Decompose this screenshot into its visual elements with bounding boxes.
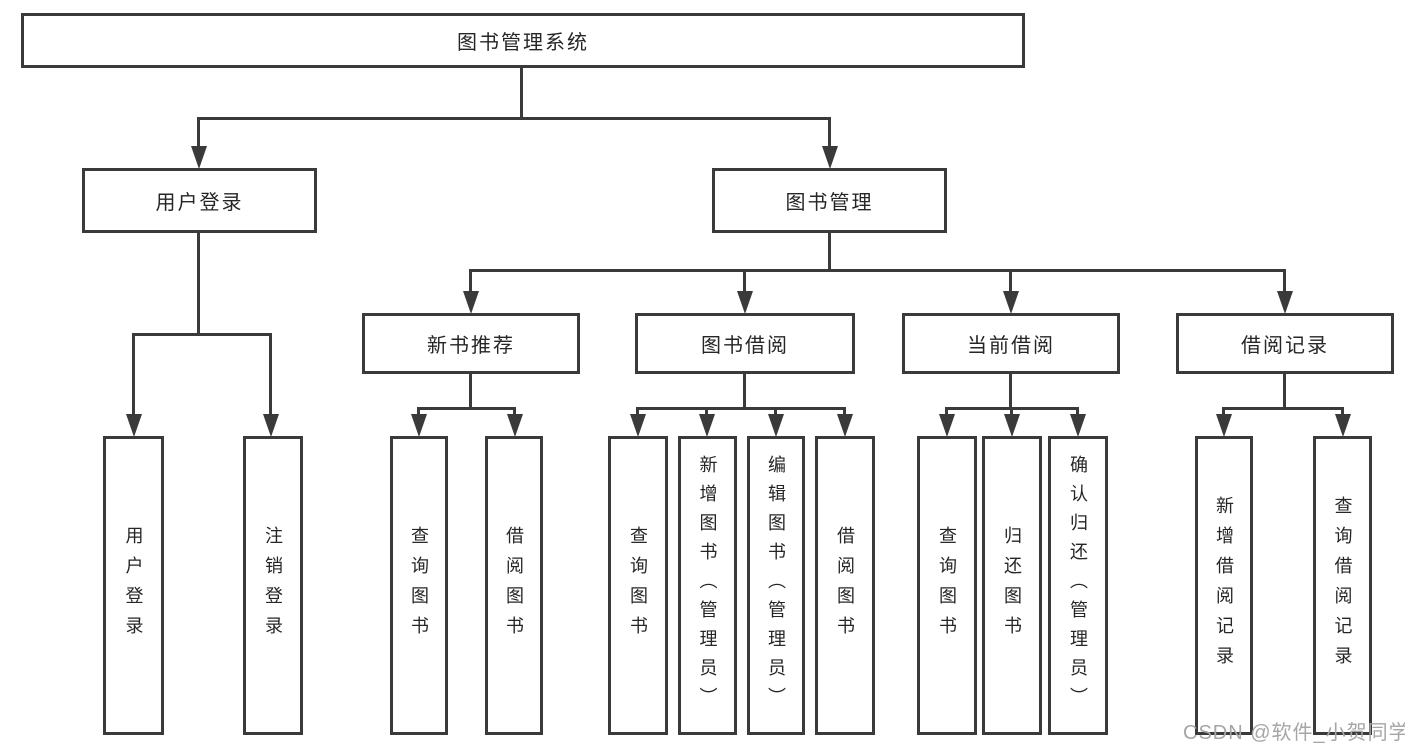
connector-line <box>269 333 272 417</box>
connector-line <box>1283 374 1286 410</box>
arrow-down-icon <box>837 414 853 437</box>
node-search-books-1: 查询图书 <box>390 436 448 735</box>
connector-line <box>1283 269 1286 295</box>
connector-line <box>469 374 472 410</box>
node-book-management: 图书管理 <box>712 168 947 233</box>
node-new-book-recommend: 新书推荐 <box>362 313 580 374</box>
connector-line <box>132 333 135 417</box>
connector-line <box>469 269 1286 272</box>
connector-line <box>520 68 523 119</box>
node-search-books-2: 查询图书 <box>608 436 668 735</box>
connector-line <box>1009 374 1012 410</box>
connector-line <box>843 407 846 417</box>
csdn-watermark: CSDN @软件_小贺同学 <box>1183 722 1405 744</box>
arrow-down-icon <box>939 414 955 437</box>
arrow-down-icon <box>630 414 646 437</box>
node-return-book: 归还图书 <box>982 436 1042 735</box>
node-borrow-books-1: 借阅图书 <box>485 436 543 735</box>
arrow-down-icon <box>1277 291 1293 314</box>
node-user-login: 用户登录 <box>82 168 317 233</box>
node-add-book-admin: 新增图书（管理员） <box>678 436 737 735</box>
arrow-down-icon <box>1216 414 1232 437</box>
arrow-down-icon <box>1335 414 1351 437</box>
node-add-borrow-record: 新增借阅记录 <box>1195 436 1253 735</box>
arrow-down-icon <box>768 414 784 437</box>
connector-line <box>1341 407 1344 417</box>
arrow-down-icon <box>463 291 479 314</box>
connector-line <box>197 117 200 150</box>
connector-line <box>1222 407 1344 410</box>
arrow-down-icon <box>1003 291 1019 314</box>
connector-line <box>636 407 639 417</box>
arrow-down-icon <box>822 146 838 169</box>
arrow-down-icon <box>1004 414 1020 437</box>
node-confirm-return-admin: 确认归还（管理员） <box>1048 436 1108 735</box>
connector-line <box>636 407 846 410</box>
arrow-down-icon <box>411 414 427 437</box>
node-user-login-leaf: 用户登录 <box>103 436 164 735</box>
node-borrow-record: 借阅记录 <box>1176 313 1394 374</box>
connector-line <box>1009 269 1012 295</box>
node-current-borrow: 当前借阅 <box>902 313 1120 374</box>
arrow-down-icon <box>699 414 715 437</box>
connector-line <box>132 333 272 336</box>
connector-line <box>1222 407 1225 417</box>
connector-line <box>1010 407 1013 417</box>
connector-line <box>828 117 831 150</box>
connector-line <box>774 407 777 417</box>
connector-line <box>828 233 831 272</box>
node-borrow-books-2: 借阅图书 <box>815 436 875 735</box>
connector-line <box>1076 407 1079 417</box>
node-search-borrow-record: 查询借阅记录 <box>1313 436 1372 735</box>
node-logout: 注销登录 <box>243 436 303 735</box>
connector-line <box>743 269 746 295</box>
node-root: 图书管理系统 <box>21 13 1025 68</box>
node-book-borrow: 图书借阅 <box>635 313 855 374</box>
arrow-down-icon <box>263 414 279 437</box>
connector-line <box>197 117 831 120</box>
connector-line <box>743 374 746 410</box>
connector-line <box>469 269 472 295</box>
connector-line <box>945 407 948 417</box>
connector-line <box>513 407 516 417</box>
node-search-books-3: 查询图书 <box>917 436 977 735</box>
arrow-down-icon <box>737 291 753 314</box>
arrow-down-icon <box>507 414 523 437</box>
connector-line <box>417 407 420 417</box>
arrow-down-icon <box>191 146 207 169</box>
arrow-down-icon <box>1070 414 1086 437</box>
connector-line <box>197 233 200 336</box>
connector-line <box>705 407 708 417</box>
connector-line <box>417 407 516 410</box>
arrow-down-icon <box>126 414 142 437</box>
node-edit-book-admin: 编辑图书（管理员） <box>747 436 805 735</box>
